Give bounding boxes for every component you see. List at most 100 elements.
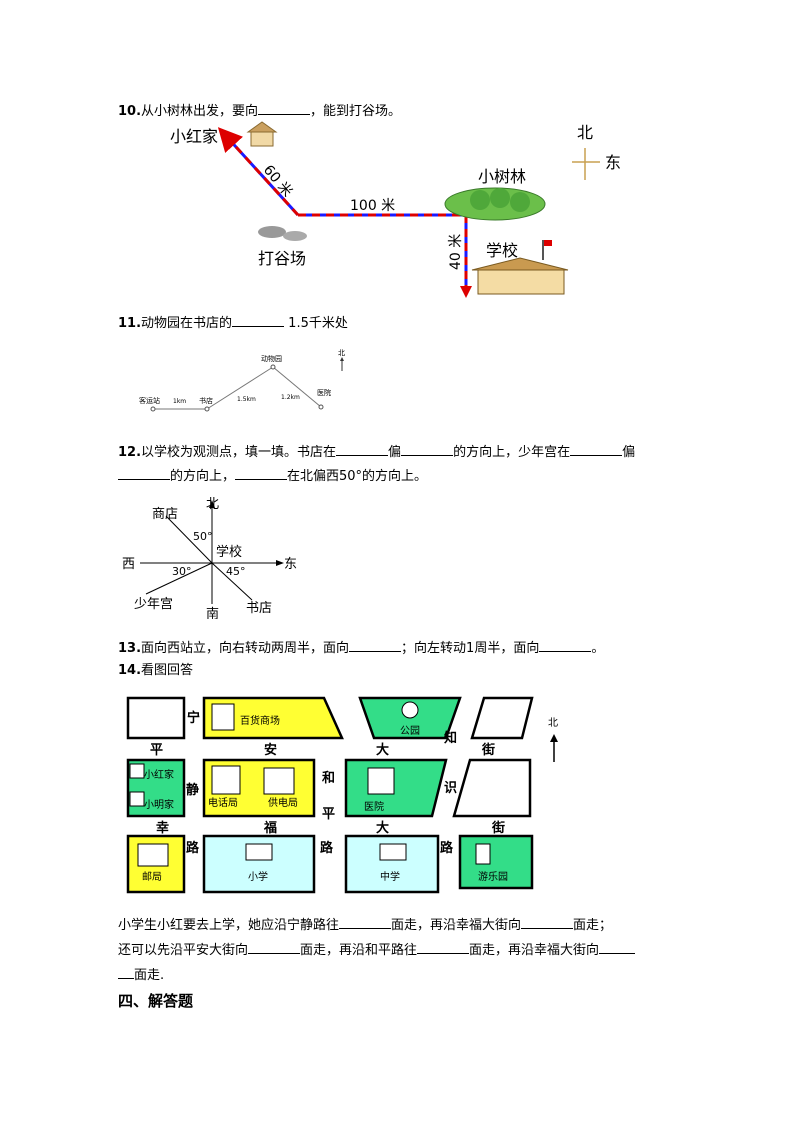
block-hospital: [344, 758, 448, 818]
q10-map: 小红家 60 米 100 米 40 米 打谷场 小树林 学校 北 东: [170, 121, 621, 298]
road-da2: 大: [376, 820, 389, 836]
compass-icon: [572, 148, 600, 180]
east-label: 东: [284, 557, 297, 572]
road-he: 和: [322, 770, 335, 786]
block-department-store: [202, 696, 344, 740]
answer-blank[interactable]: [401, 443, 454, 456]
dist-1-5km: 1.5km: [237, 396, 256, 403]
label-post-office: 邮局: [142, 870, 162, 883]
angle-45: 45°: [226, 565, 246, 578]
q11-map: 动物园 客运站 1km 书店 1.5km 1.2km 医院 北: [139, 349, 345, 412]
empty-block: [126, 696, 186, 740]
label-school: 学校: [216, 544, 242, 560]
label-primary-school: 小学: [248, 870, 268, 883]
north-label: 北: [206, 497, 219, 512]
house-icon: [129, 763, 145, 779]
section-heading: 四、解答题: [118, 992, 194, 1010]
answer-blank[interactable]: [539, 639, 592, 652]
label-hospital: 医院: [364, 800, 384, 813]
answer-blank[interactable]: [248, 941, 301, 954]
east-arrow-icon: [276, 560, 284, 566]
road-ping: 平: [150, 743, 163, 758]
road-ping2: 平: [322, 807, 335, 822]
answer-blank[interactable]: [349, 639, 402, 652]
building-icon: [211, 703, 235, 731]
road-jie2: 街: [491, 820, 505, 836]
q14-map: 百货商场 公园 小红家 小明家 电话局 供电局 医院 邮局 小学 中学 游乐园 …: [126, 696, 558, 894]
label-bus-station: 客运站: [139, 396, 160, 405]
q14-line2: 还可以先沿平安大街向面走，再沿和平路往面走，再沿幸福大街向: [118, 941, 636, 959]
building-icon: [475, 843, 491, 865]
road-jing: 静: [186, 782, 199, 798]
answer-blank[interactable]: [339, 916, 392, 929]
road-lu3: 路: [440, 840, 454, 856]
building-icon: [379, 843, 407, 861]
road-shi: 识: [444, 781, 457, 796]
q12-line2: 的方向上，在北偏西50°的方向上。: [118, 467, 427, 485]
label-bookstore: 书店: [246, 601, 272, 616]
label-xiaoshulin: 小树林: [478, 167, 526, 186]
road-ning: 宁: [187, 710, 200, 726]
answer-blank[interactable]: [336, 443, 389, 456]
road-lu1: 路: [186, 840, 200, 856]
house-icon: [129, 791, 145, 807]
trees-icon: [444, 187, 546, 221]
route-line: [217, 127, 472, 298]
answer-blank[interactable]: [235, 467, 288, 480]
answer-blank[interactable]: [232, 314, 285, 327]
label-xiaohong-home: 小红家: [170, 127, 218, 146]
south-label: 南: [206, 606, 219, 619]
block-amusement-park: [458, 834, 534, 890]
answer-blank[interactable]: [258, 102, 311, 115]
q14-line1: 小学生小红要去上学，她应沿宁静路往面走，再沿幸福大街向面走；: [118, 916, 613, 933]
road-lu2: 路: [320, 840, 334, 856]
rock-icon: [258, 226, 307, 241]
label-shop: 商店: [152, 507, 178, 522]
dist-1km: 1km: [173, 398, 186, 405]
building-icon: [245, 843, 273, 861]
road-an: 安: [264, 742, 277, 758]
q11-text: 11.动物园在书店的 1.5千米处: [118, 314, 348, 331]
north-label: 北: [338, 349, 345, 357]
label-school: 学校: [486, 241, 518, 260]
road-fu: 福: [263, 820, 277, 836]
road-da: 大: [376, 742, 389, 758]
q13-text: 13.面向西站立，向右转动两周半，面向；向左转动1周半，面向。: [118, 639, 605, 656]
house-icon: [246, 121, 278, 147]
building-icon: [211, 765, 241, 795]
label-telephone-office: 电话局: [208, 796, 238, 809]
label-amusement-park: 游乐园: [478, 870, 508, 883]
west-label: 西: [122, 557, 135, 572]
angle-50: 50°: [193, 530, 213, 543]
label-department-store: 百货商场: [240, 714, 280, 727]
building-icon: [367, 767, 395, 795]
q12-line1: 12.以学校为观测点，填一填。书店在偏的方向上，少年宫在偏: [118, 443, 636, 460]
label-youth-palace: 少年宫: [134, 597, 173, 612]
building-icon: [263, 767, 295, 795]
road-jie: 街: [481, 742, 495, 758]
label-hospital: 医院: [317, 388, 331, 397]
label-xiaohong-home: 小红家: [144, 768, 174, 781]
answer-blank[interactable]: [599, 941, 636, 954]
east-label: 东: [605, 153, 621, 172]
empty-block: [470, 696, 534, 740]
dist-1-2km: 1.2km: [281, 394, 300, 401]
q10-text: 10.从小树林出发，要向，能到打谷场。: [118, 102, 402, 119]
answer-blank[interactable]: [118, 966, 134, 979]
dist-100: 100 米: [350, 198, 395, 214]
answer-blank[interactable]: [417, 941, 470, 954]
school-icon: [471, 240, 569, 295]
ferris-wheel-icon: [401, 701, 419, 719]
label-bookstore: 书店: [199, 396, 213, 405]
label-zoo: 动物园: [261, 354, 282, 363]
label-park: 公园: [400, 725, 420, 737]
label-middle-school: 中学: [380, 870, 400, 883]
answer-blank[interactable]: [521, 916, 574, 929]
q14-line3: 面走.: [118, 966, 164, 984]
north-arrow-icon: [209, 500, 215, 508]
north-label: 北: [577, 123, 593, 142]
q12-diagram: 北 南 西 东 商店 学校 少年宫 书店 50° 30° 45°: [122, 497, 297, 619]
answer-blank[interactable]: [570, 443, 623, 456]
label-xiaoming-home: 小明家: [144, 798, 174, 811]
answer-blank[interactable]: [118, 467, 170, 480]
